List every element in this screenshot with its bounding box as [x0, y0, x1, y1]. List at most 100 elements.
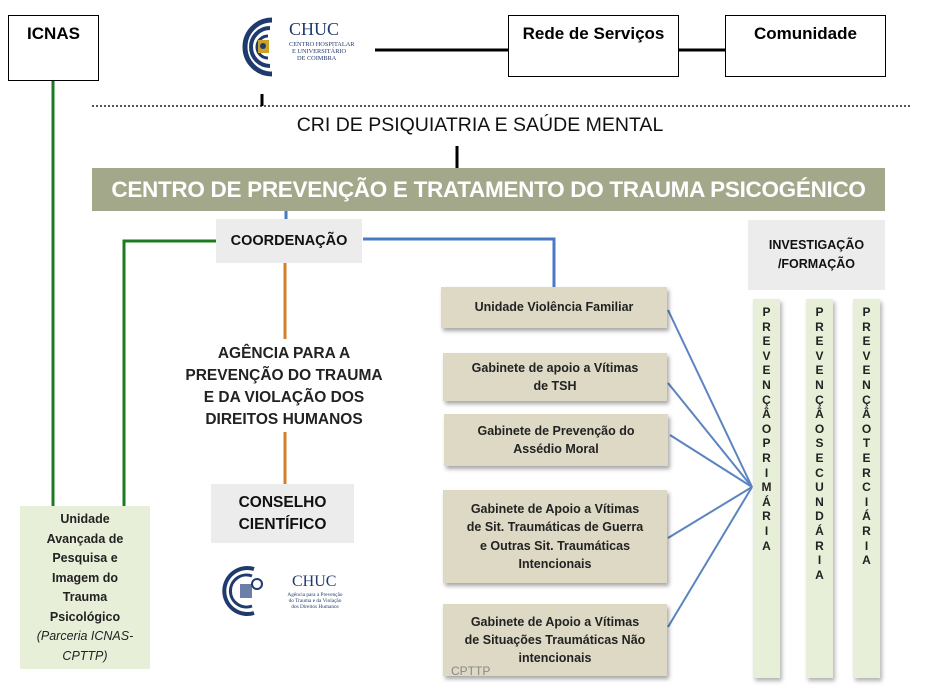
unit-line: de Sit. Traumáticas de Guerra	[466, 520, 644, 535]
unidade-avancada-title: Unidade Avançada de Pesquisa e Imagem do…	[20, 510, 150, 627]
chuc-logo-line1: CENTRO HOSPITALAR	[289, 41, 355, 48]
agency-logo-line3: dos Direitos Humanos	[291, 604, 339, 610]
agency-emblem-icon	[222, 566, 263, 616]
vertical-letter: E	[815, 450, 824, 465]
vertical-letter: N	[815, 494, 824, 509]
vertical-letter: C	[862, 480, 871, 495]
vertical-letter: N	[862, 377, 871, 392]
unidade-avancada-line: Psicológico	[49, 609, 121, 624]
unit-box-nao-intencionais: Gabinete de Apoio a Vítimas de Situações…	[443, 604, 667, 676]
parceria-line: (Parceria ICNAS-	[36, 629, 134, 643]
comunidade-box: Comunidade	[725, 15, 886, 77]
chuc-logo-line3: DE COIMBRA	[297, 55, 337, 62]
unit-line: e Outras Sit. Traumáticas	[479, 538, 631, 553]
vertical-letter: M	[761, 480, 772, 495]
vertical-letter: E	[762, 334, 771, 349]
coordenacao-label: COORDENAÇÃO	[230, 233, 348, 249]
vertical-letter: P	[862, 305, 871, 319]
vertical-letter: N	[762, 377, 771, 392]
vertical-letter: R	[862, 319, 871, 334]
connector-coord-units	[363, 237, 556, 287]
agency-logo: CHUC Agência para a Prevenção do Trauma …	[218, 564, 358, 622]
vertical-letter: Á	[862, 509, 871, 524]
agency-logo-name: CHUC	[292, 573, 337, 590]
conselho-cientifico-box: CONSELHO CIENTÍFICO	[211, 484, 354, 543]
unit-line: Gabinete de Prevenção do	[477, 423, 635, 438]
vertical-letter: Ç	[862, 392, 871, 407]
vertical-letter: Á	[762, 494, 771, 509]
vertical-letter: E	[762, 363, 771, 378]
vertical-letter: N	[815, 377, 824, 392]
vertical-letter: Ç	[815, 392, 824, 407]
vertical-letter: Â	[815, 407, 824, 422]
fan-line-2	[667, 382, 753, 488]
chuc-logo-subtitle: CENTRO HOSPITALAR E UNIVERSITÁRIO DE COI…	[289, 41, 354, 62]
unidade-avancada-line: Imagem do	[52, 570, 118, 585]
parceria-line: CPTTP)	[62, 648, 108, 663]
unidade-avancada-line: Unidade	[60, 512, 110, 526]
connector-coord-unidade	[122, 239, 217, 507]
vertical-letter: I	[817, 553, 822, 568]
agency-logo-line2: do Trauma e da Violação	[288, 598, 342, 604]
vertical-letter: V	[815, 348, 824, 363]
chuc-emblem-icon	[242, 17, 273, 77]
vertical-letter: E	[815, 363, 824, 378]
agency-logo-line1: Agência para a Prevenção	[287, 592, 343, 598]
fan-line-5	[667, 486, 753, 628]
unidade-avancada-line: Avançada de	[46, 531, 124, 546]
unit-box-violencia-familiar: Unidade Violência Familiar	[441, 287, 667, 328]
center-banner: CENTRO DE PREVENÇÃO E TRATAMENTO DO TRAU…	[92, 168, 885, 211]
vertical-letter: I	[864, 538, 869, 553]
unit-line: de Situações Traumáticas Não	[464, 632, 646, 647]
investigacao-line: INVESTIGAÇÃO	[768, 238, 865, 252]
vertical-letter: S	[815, 436, 824, 451]
vertical-letter: O	[761, 421, 772, 436]
agencia-line: E DA VIOLAÇÃO DOS	[203, 389, 365, 406]
icnas-label: ICNAS	[27, 24, 80, 43]
vertical-letter: O	[861, 421, 872, 436]
vertical-letter: A	[762, 538, 771, 553]
vertical-letter: O	[814, 421, 825, 436]
unit-line: intencionais	[518, 651, 592, 666]
vertical-letter: U	[815, 480, 824, 495]
vertical-letter: E	[815, 334, 824, 349]
vertical-letter: R	[762, 319, 771, 334]
cpttp-label: CPTTP	[451, 664, 491, 678]
vertical-letter: D	[815, 509, 824, 524]
investigacao-box: INVESTIGAÇÃO /FORMAÇÃO	[748, 220, 885, 290]
unit-line: Assédio Moral	[513, 442, 599, 456]
vertical-letter: R	[762, 509, 771, 524]
unit-line: Gabinete de Apoio a Vítimas	[470, 614, 640, 629]
conselho-line: CONSELHO	[238, 493, 327, 511]
rede-servicos-box: Rede de Serviços	[508, 15, 679, 77]
unit-line: Gabinete de Apoio a Vítimas	[470, 502, 640, 517]
vertical-letter: E	[862, 363, 871, 378]
agency-logo-subtitle: Agência para a Prevenção do Trauma e da …	[270, 592, 360, 610]
chuc-logo-name: CHUC	[289, 19, 340, 39]
vertical-letter: R	[815, 538, 824, 553]
vertical-letter: I	[764, 465, 769, 480]
vertical-letter: Ç	[762, 392, 771, 407]
vertical-letter: R	[762, 450, 771, 465]
vertical-letter: Á	[815, 523, 824, 538]
vertical-letter: E	[862, 334, 871, 349]
fan-line-3	[669, 434, 753, 488]
vertical-letter: R	[862, 465, 871, 480]
fan-line-4	[667, 486, 753, 539]
unidade-avancada-box: Unidade Avançada de Pesquisa e Imagem do…	[20, 506, 150, 669]
vertical-letter: A	[815, 567, 824, 582]
vertical-letter: R	[815, 319, 824, 334]
cri-title: CRI DE PSIQUIATRIA E SAÚDE MENTAL	[296, 114, 664, 136]
comunidade-label: Comunidade	[754, 24, 857, 43]
unidade-avancada-parceria: (Parceria ICNAS- CPTTP)	[20, 627, 150, 666]
vertical-letter: A	[862, 553, 871, 568]
rede-servicos-label: Rede de Serviços	[522, 24, 665, 43]
vertical-letter: Â	[862, 407, 871, 422]
vertical-letter: I	[864, 494, 869, 509]
vertical-letter: V	[762, 348, 771, 363]
chuc-logo-line2: E UNIVERSITÁRIO	[292, 48, 347, 55]
unit-line: Gabinete de apoio a Vítimas	[471, 360, 639, 375]
